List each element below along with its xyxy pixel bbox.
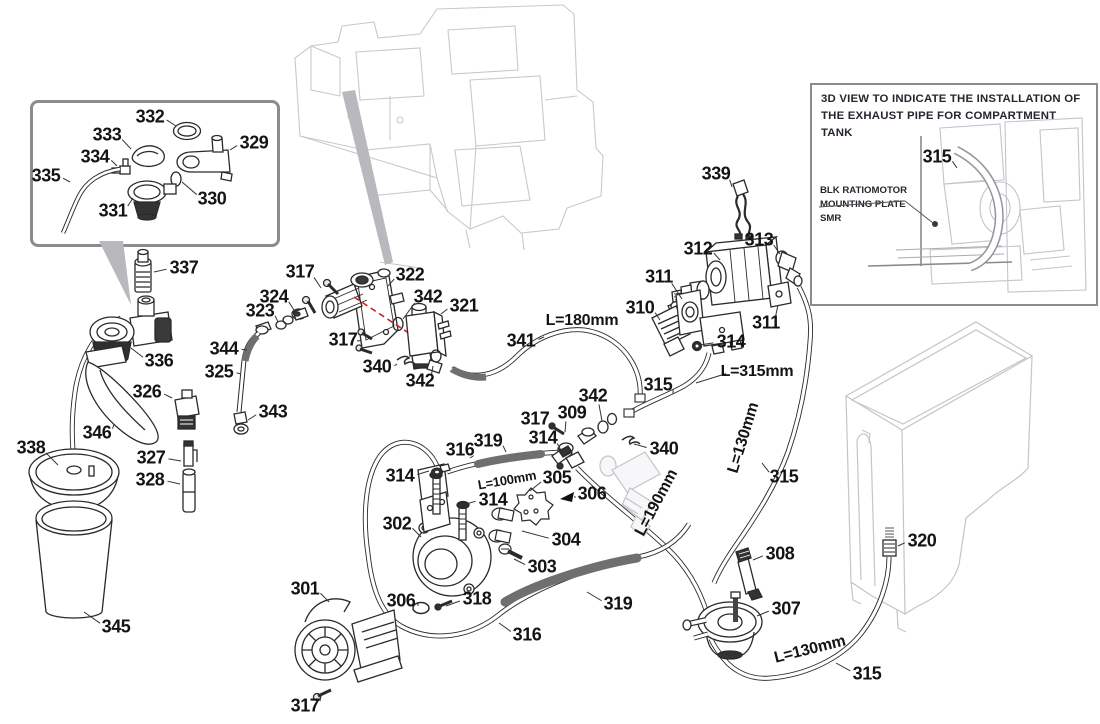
exhaust-view-title: 3D VIEW TO INDICATE THE INSTALLATION OF …: [821, 93, 1081, 140]
exhaust-view-box: 3D VIEW TO INDICATE THE INSTALLATION OF …: [810, 83, 1098, 306]
inset-detail-box: [30, 100, 280, 247]
ratiomotor-note: BLK RATIOMOTOR MOUNTING PLATE SMR: [820, 185, 908, 224]
